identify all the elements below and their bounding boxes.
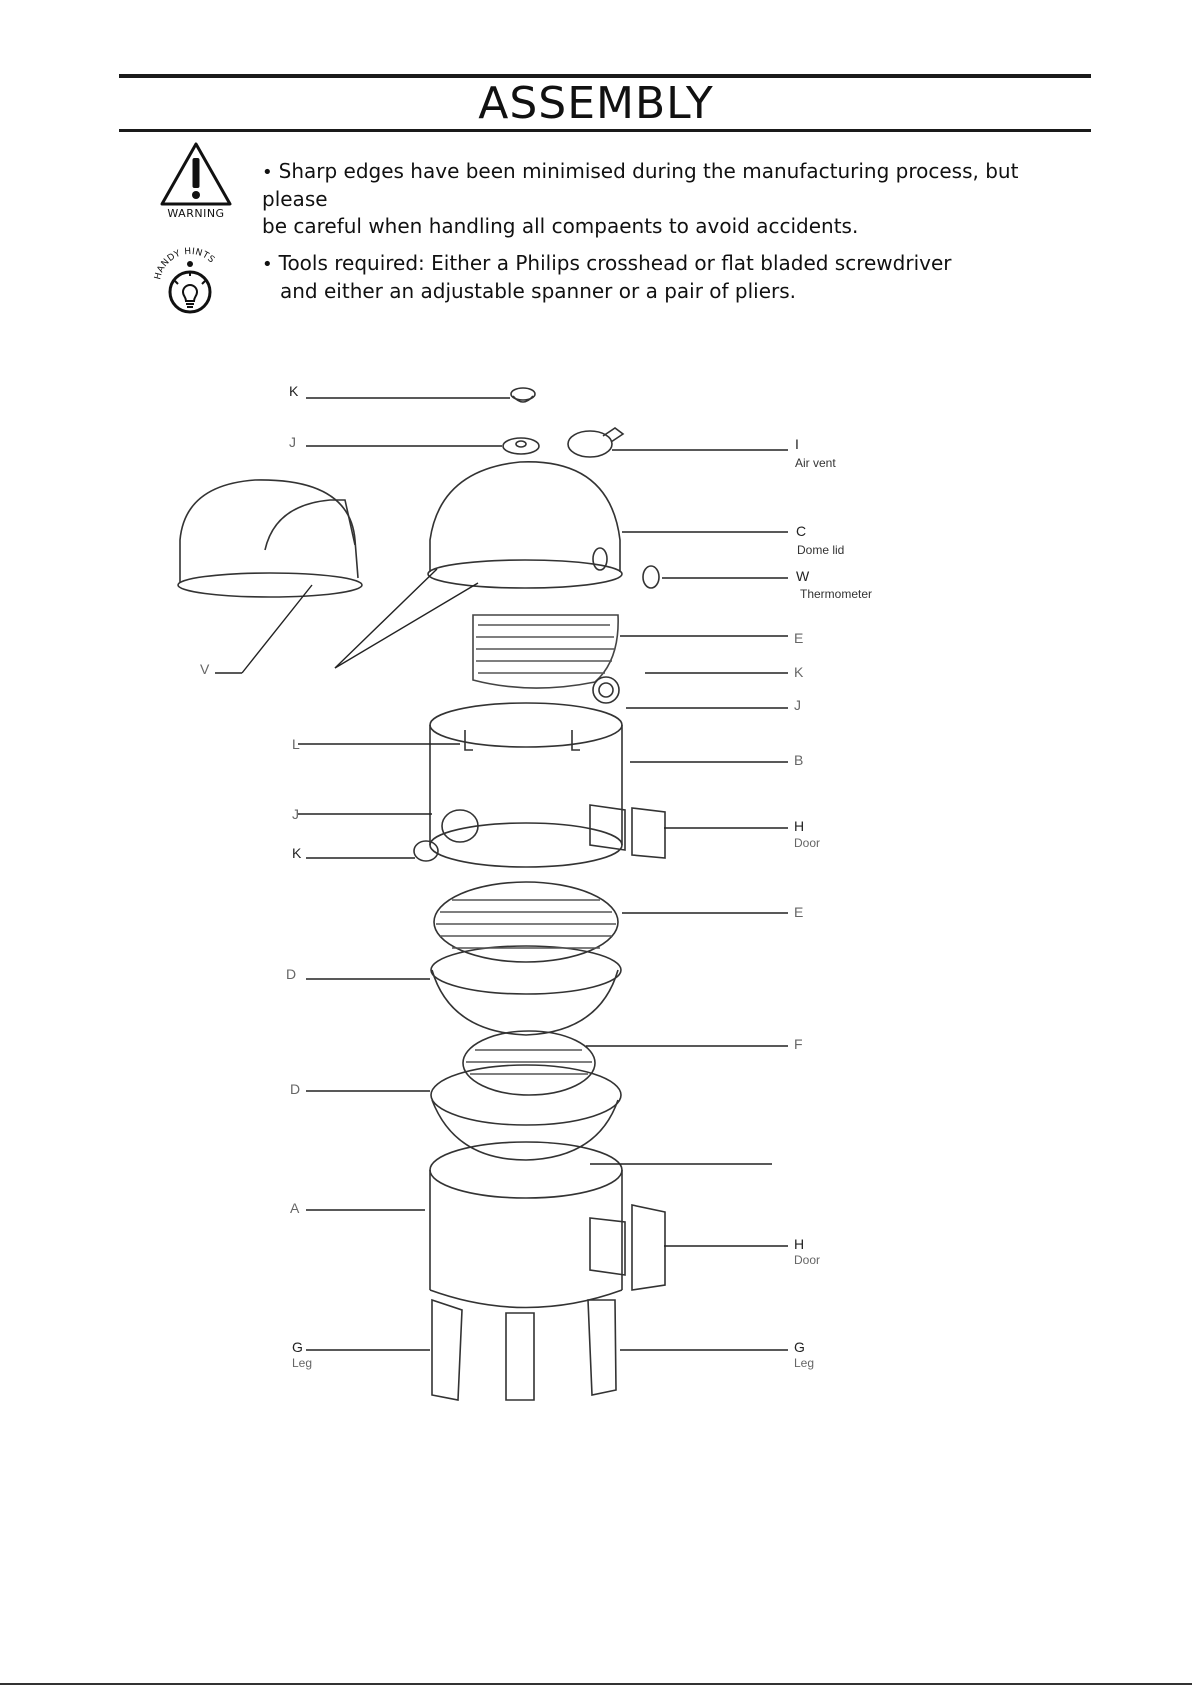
label-j-top: J — [289, 434, 296, 450]
hint-text-line2: and either an adjustable spanner or a pa… — [280, 279, 797, 303]
base-body-part — [429, 1141, 623, 1199]
warning-triangle-icon — [160, 142, 232, 206]
charcoal-bowl-part — [430, 1064, 622, 1126]
hint-text-line1: Tools required: Either a Philips crosshe… — [278, 251, 952, 275]
label-w: W — [796, 568, 810, 584]
label-d-bottom: D — [290, 1081, 301, 1097]
label-b: B — [794, 752, 804, 768]
label-a: A — [290, 1200, 300, 1216]
label-g-right: G — [794, 1339, 805, 1355]
label-c-sub: Dome lid — [797, 543, 845, 557]
door-top-part — [589, 804, 666, 859]
charcoal-grill-part — [462, 1030, 596, 1096]
label-g-right-sub: Leg — [794, 1356, 815, 1370]
grommet-part — [592, 676, 620, 704]
label-v: V — [200, 661, 210, 677]
label-e-mid: E — [794, 904, 804, 920]
label-h-top: H — [794, 818, 805, 834]
label-f: F — [794, 1036, 803, 1052]
label-j-left: J — [292, 806, 299, 822]
leg-center-part — [505, 1312, 535, 1401]
label-c: C — [796, 523, 807, 539]
label-h-bottom-sub: Door — [794, 1253, 821, 1267]
label-e-top: E — [794, 630, 804, 646]
label-h-top-sub: Door — [794, 836, 821, 850]
inset-dome — [179, 479, 359, 583]
label-h-bottom: H — [794, 1236, 805, 1252]
header-top-rule — [119, 74, 1091, 78]
warning-text-line1: Sharp edges have been minimised during t… — [262, 159, 1019, 211]
warning-label: WARNING — [167, 207, 225, 220]
air-vent-part — [567, 430, 613, 458]
label-w-sub: Thermometer — [800, 587, 873, 601]
header-bottom-rule — [119, 129, 1091, 132]
hint-note: •Tools required: Either a Philips crossh… — [262, 250, 1062, 305]
warning-text-line2: be careful when handling all compaents t… — [262, 214, 859, 238]
dome-lid-part — [429, 461, 621, 572]
page-title: ASSEMBLY — [478, 78, 714, 129]
door-bottom-part — [589, 1204, 666, 1291]
label-i: I — [795, 436, 799, 452]
middle-grill-part — [433, 881, 619, 963]
leg-right-part — [587, 1299, 617, 1396]
label-g-left: G — [292, 1339, 303, 1355]
top-grill-part — [472, 614, 619, 689]
label-j-right: J — [794, 697, 801, 713]
footer-rule — [0, 1683, 1192, 1685]
label-k-left: K — [292, 845, 302, 861]
lightbulb-icon: HANDY HINTS — [153, 247, 216, 314]
label-k-top: K — [289, 383, 299, 399]
water-bowl-part — [430, 945, 622, 995]
washer-part — [502, 437, 540, 455]
leg-left-part — [431, 1298, 463, 1401]
body-b-part — [429, 702, 623, 748]
warning-note: •Sharp edges have been minimised during … — [262, 158, 1062, 240]
knob-part — [510, 387, 536, 401]
label-i-sub: Air vent — [795, 456, 836, 470]
label-d-top: D — [286, 966, 297, 982]
thermometer-part — [642, 565, 660, 589]
label-l: L — [292, 736, 300, 752]
label-k-right: K — [794, 664, 804, 680]
label-g-left-sub: Leg — [292, 1356, 313, 1370]
